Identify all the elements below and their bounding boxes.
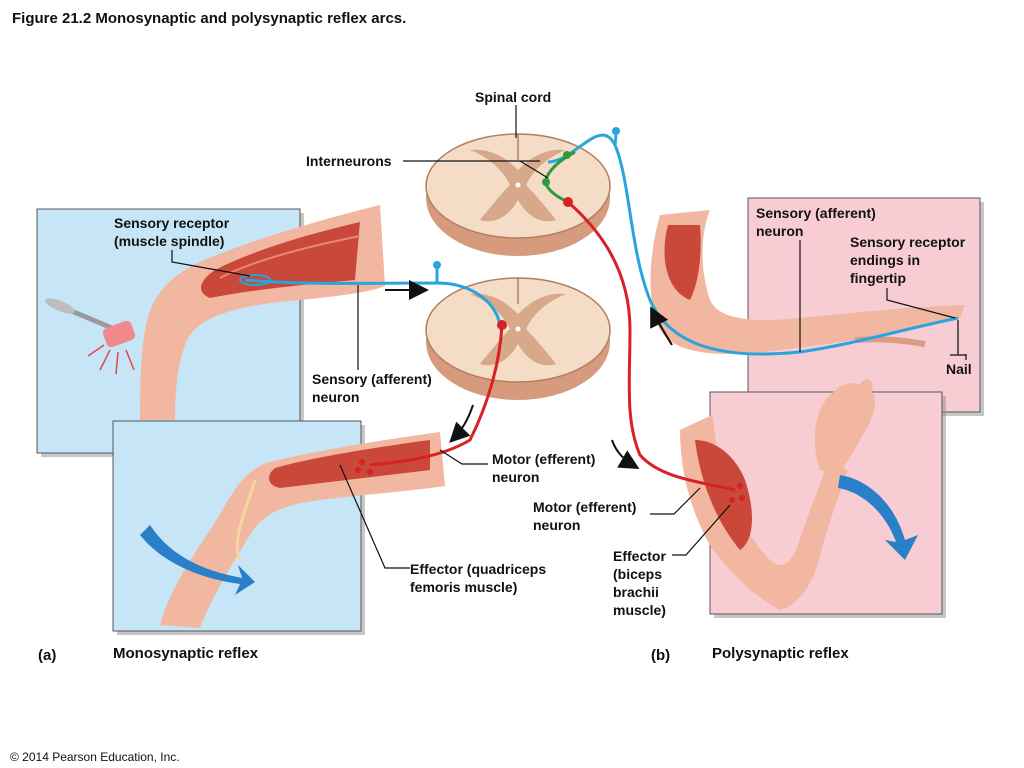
- arm-lower-illustration: [680, 379, 918, 610]
- label-sensory-receptor-a: Sensory receptor (muscle spindle): [114, 215, 230, 249]
- label-sensory-receptor-b: Sensory receptor endings in fingertip: [850, 234, 966, 286]
- label-sensory-afferent-b: Sensory (afferent) neuron: [756, 205, 876, 239]
- motor-neuron-b: [567, 200, 736, 492]
- panel-b-tag: (b): [651, 647, 671, 664]
- spinal-cord-lower: [425, 277, 611, 400]
- leg-lower-illustration: [140, 432, 445, 628]
- sensory-neuron-b: [547, 133, 959, 356]
- figure-title: Figure 21.2 Monosynaptic and polysynapti…: [12, 10, 407, 27]
- label-effector-a: Effector (quadriceps femoris muscle): [410, 561, 547, 595]
- copyright: © 2014 Pearson Education, Inc.: [10, 750, 180, 764]
- panel-a-name: Monosynaptic reflex: [113, 645, 259, 662]
- label-nail: Nail: [946, 361, 972, 377]
- label-motor-efferent-a: Motor (efferent) neuron: [492, 451, 596, 485]
- label-interneurons: Interneurons: [306, 153, 392, 169]
- panel-b-name: Polysynaptic reflex: [712, 645, 849, 662]
- label-effector-b: Effector (biceps brachii muscle): [613, 548, 666, 618]
- label-sensory-afferent-a: Sensory (afferent) neuron: [312, 371, 432, 405]
- neurons-polysynaptic: [542, 127, 959, 503]
- label-motor-efferent-b: Motor (efferent) neuron: [533, 499, 637, 533]
- label-spinal-cord: Spinal cord: [475, 89, 552, 105]
- panel-a-tag: (a): [38, 647, 57, 664]
- direction-arrows: [385, 280, 673, 470]
- leader-lines: [171, 105, 967, 569]
- spinal-cord-upper: [425, 133, 611, 256]
